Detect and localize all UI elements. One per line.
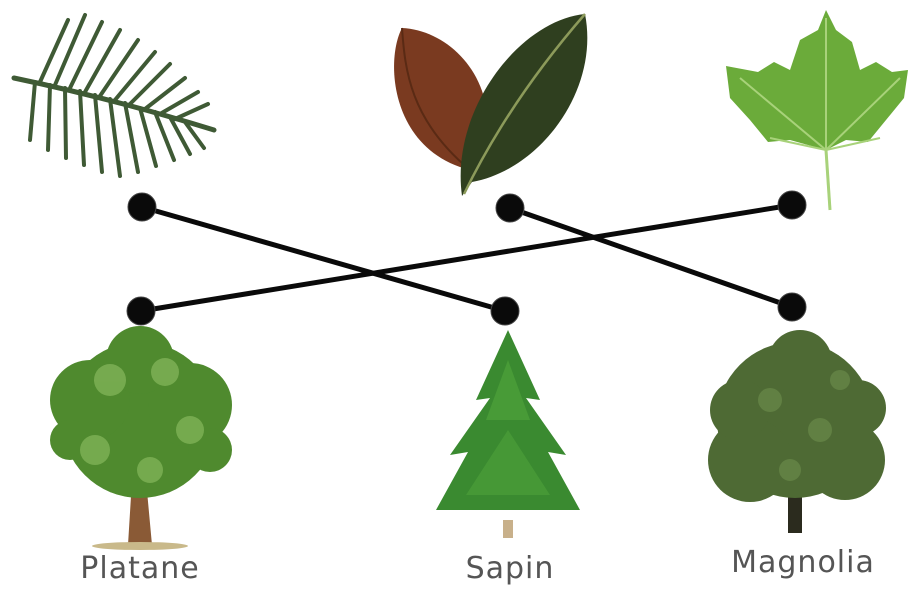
match-line-fir — [139, 204, 508, 314]
magnolia-leaves-image — [394, 13, 588, 196]
platane-dot[interactable] — [126, 296, 156, 326]
sapin-dot[interactable] — [490, 296, 520, 326]
magnolia-dot[interactable] — [777, 292, 807, 322]
match-line-plane — [138, 202, 795, 314]
fir-sprig-dot[interactable] — [127, 192, 157, 222]
plane-leaf-dot[interactable] — [777, 190, 807, 220]
magnolia-label: Magnolia — [731, 545, 875, 580]
match-line-magnolia — [507, 205, 795, 310]
match-lines — [138, 202, 795, 314]
fir-needle-sprig-image — [11, 13, 217, 178]
plane-leaf-image — [726, 10, 908, 211]
magnolia-tree-image — [708, 330, 886, 533]
plane-tree-image — [50, 326, 232, 550]
sapin-label: Sapin — [466, 551, 555, 586]
magnolia-leaves-dot[interactable] — [495, 193, 525, 223]
fir-tree-image — [436, 330, 580, 538]
platane-label: Platane — [80, 551, 199, 586]
